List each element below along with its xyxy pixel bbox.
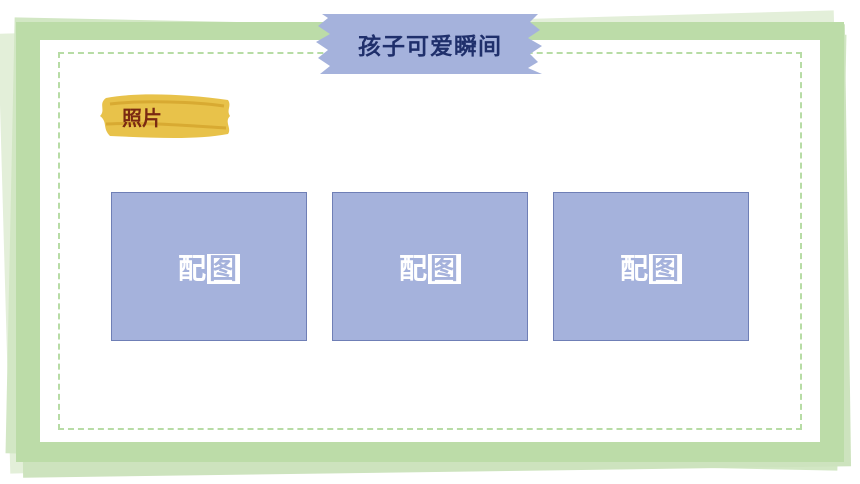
photo-placeholder-3[interactable]: 配图: [553, 192, 749, 341]
title-banner: 孩子可爱瞬间: [316, 14, 544, 74]
section-label: 照片: [122, 106, 162, 130]
photo-label: 配图: [177, 251, 241, 285]
photo-placeholder-1[interactable]: 配图: [111, 192, 307, 341]
banner-shape: [316, 14, 542, 74]
page-title: 孩子可爱瞬间: [358, 34, 502, 60]
section-tag: 照片: [96, 88, 236, 146]
photo-label: 配图: [398, 251, 462, 285]
photo-label: 配图: [619, 251, 683, 285]
photo-placeholder-2[interactable]: 配图: [332, 192, 528, 341]
brush-stroke-icon: [100, 94, 230, 138]
